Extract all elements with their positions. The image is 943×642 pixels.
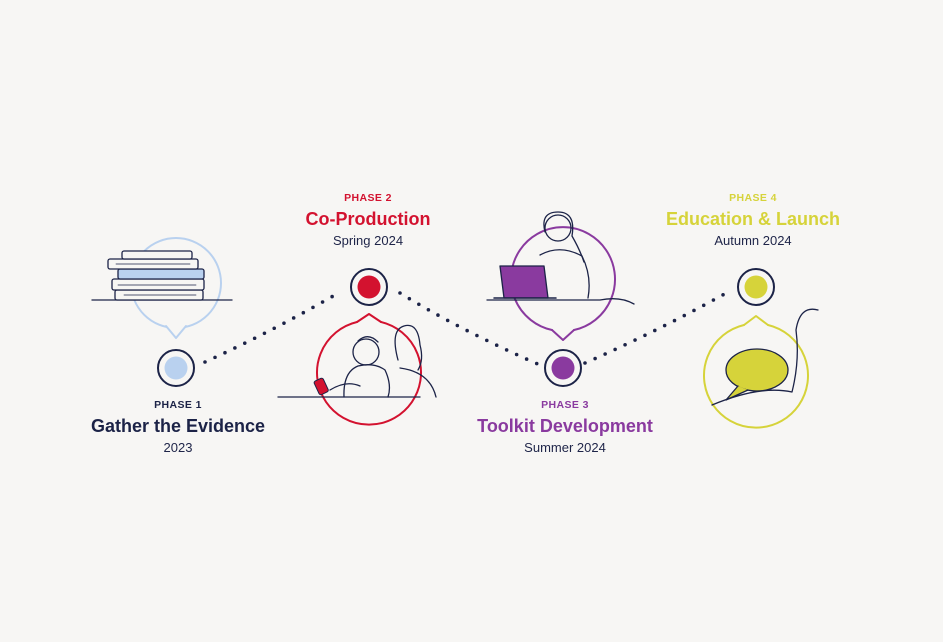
phase-2-label: PHASE 2 Co-Production Spring 2024 [238,192,498,250]
phase-2-tag: PHASE 2 [344,192,392,204]
phase-2-node [350,268,388,306]
phase-1-title: Gather the Evidence [90,416,266,436]
phase-3-label: PHASE 3 Toolkit Development Summer 2024 [435,399,695,457]
phase-3-tag: PHASE 3 [541,399,589,411]
timeline-dotted-path [203,290,730,367]
phase-4-date: Autumn 2024 [714,233,792,248]
phase-3-node [544,349,582,387]
phase-2-date: Spring 2024 [332,233,404,248]
phase-1-node [157,349,195,387]
person-laptop-icon [486,211,635,341]
phase-1-tag: PHASE 1 [154,399,202,411]
books-icon [91,237,233,339]
speech-bubble-icon [703,308,819,429]
phase-4-title: Education & Launch [665,209,840,229]
phase-1-date: 2023 [163,440,193,455]
phase-2-title: Co-Production [305,209,431,229]
phase-4-label: PHASE 4 Education & Launch Autumn 2024 [623,192,883,250]
phase-1-label: PHASE 1 Gather the Evidence 2023 [48,399,308,457]
phase-3-date: Summer 2024 [524,440,606,455]
people-phone-icon [277,313,437,426]
phase-4-tag: PHASE 4 [729,192,777,204]
phase-4-node [737,268,775,306]
phase-3-title: Toolkit Development [477,416,653,436]
